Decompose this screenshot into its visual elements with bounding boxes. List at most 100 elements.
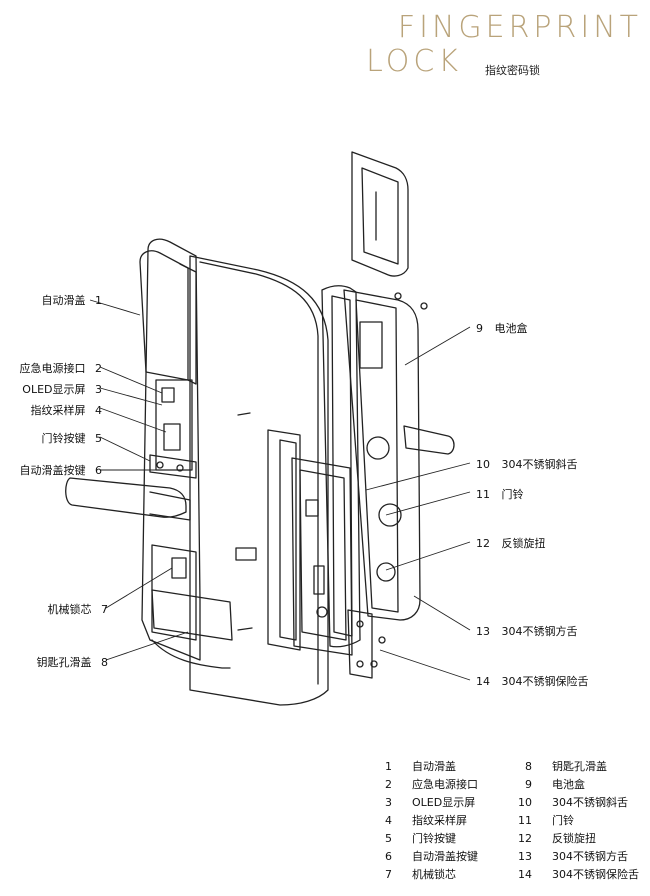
callout-number: 3 — [95, 383, 102, 396]
callout-label: 门铃按键 — [41, 432, 86, 445]
legend-item: 7 机械锁芯 — [370, 866, 456, 882]
callout-10: 10 304不锈钢斜舌 — [476, 456, 578, 472]
legend-item: 2 应急电源接口 — [370, 776, 478, 792]
callout-number: 4 — [95, 404, 102, 417]
legend-label: 钥匙孔滑盖 — [552, 760, 607, 773]
legend-label: 机械锁芯 — [412, 868, 456, 881]
legend-number: 2 — [385, 778, 392, 791]
legend-item: 5 门铃按键 — [370, 830, 456, 846]
legend-item: 12 反锁旋扭 — [510, 830, 596, 846]
legend-label: OLED显示屏 — [412, 796, 476, 809]
brand-title-line2: LOCK — [366, 44, 462, 79]
callout-label: 电池盒 — [494, 322, 528, 335]
legend-label: 门铃 — [552, 814, 574, 827]
callout-5: 门铃按键 5 — [4, 430, 103, 446]
callout-7: 机械锁芯 7 — [4, 601, 109, 617]
rear-handle — [403, 425, 455, 455]
legend-number: 10 — [518, 796, 532, 809]
callout-8: 钥匙孔滑盖 8 — [4, 654, 109, 670]
legend-label: 自动滑盖 — [412, 760, 456, 773]
legend-number: 6 — [385, 850, 392, 863]
legend-number: 9 — [525, 778, 532, 791]
parts-legend: 1 自动滑盖 2 应急电源接口 3 OLED显示屏 4 指纹采样屏 5 门铃按键 6 自动滑… — [370, 758, 640, 888]
front-panel — [141, 238, 201, 661]
callout-number: 14 — [476, 675, 490, 688]
legend-number: 4 — [385, 814, 392, 827]
callout-number: 10 — [476, 458, 490, 471]
callout-11: 11 门铃 — [476, 486, 524, 502]
callout-label: 304不锈钢方舌 — [501, 625, 578, 638]
legend-number: 3 — [385, 796, 392, 809]
legend-label: 304不锈钢方舌 — [552, 850, 628, 863]
front-handle — [65, 477, 187, 518]
legend-number: 13 — [518, 850, 532, 863]
callout-2: 应急电源接口 2 — [4, 360, 103, 376]
legend-label: 电池盒 — [552, 778, 585, 791]
callout-label: 机械锁芯 — [47, 603, 92, 616]
callout-6: 自动滑盖按键 6 — [4, 462, 103, 478]
callout-number: 11 — [476, 488, 490, 501]
legend-item: 9 电池盒 — [510, 776, 585, 792]
legend-item: 8 钥匙孔滑盖 — [510, 758, 607, 774]
legend-number: 7 — [385, 868, 392, 881]
callout-9: 9 电池盒 — [476, 320, 528, 336]
legend-label: 304不锈钢斜舌 — [552, 796, 628, 809]
callout-number: 2 — [95, 362, 102, 375]
brand-header: FINGERPRINT LOCK 指纹密码锁 — [342, 10, 642, 80]
legend-item: 3 OLED显示屏 — [370, 794, 475, 810]
callout-number: 9 — [476, 322, 483, 335]
callout-number: 5 — [95, 432, 102, 445]
callout-number: 12 — [476, 537, 490, 550]
legend-item: 10 304不锈钢斜舌 — [510, 794, 628, 810]
legend-label: 自动滑盖按键 — [412, 850, 478, 863]
front-panel-body — [189, 255, 329, 706]
legend-item: 1 自动滑盖 — [370, 758, 456, 774]
legend-number: 14 — [518, 868, 532, 881]
callout-label: 自动滑盖 — [41, 294, 86, 307]
callout-12: 12 反锁旋扭 — [476, 535, 546, 551]
legend-item: 14 304不锈钢保险舌 — [510, 866, 639, 882]
legend-label: 应急电源接口 — [412, 778, 478, 791]
legend-item: 6 自动滑盖按键 — [370, 848, 478, 864]
legend-number: 11 — [518, 814, 532, 827]
brand-title-line1: FINGERPRINT — [397, 10, 642, 45]
callout-label: 应急电源接口 — [19, 362, 86, 375]
callout-label: 304不锈钢斜舌 — [501, 458, 578, 471]
callout-label: 反锁旋扭 — [501, 537, 546, 550]
keyhole-cover — [151, 589, 233, 641]
legend-number: 12 — [518, 832, 532, 845]
mortise-body — [291, 457, 353, 656]
legend-item: 11 门铃 — [510, 812, 574, 828]
callout-label: 指纹采样屏 — [30, 404, 86, 417]
callout-label: 钥匙孔滑盖 — [36, 656, 92, 669]
legend-number: 1 — [385, 760, 392, 773]
legend-label: 指纹采样屏 — [412, 814, 467, 827]
legend-item: 13 304不锈钢方舌 — [510, 848, 628, 864]
rear-plate — [321, 285, 361, 648]
callout-number: 6 — [95, 464, 102, 477]
slider-cover — [139, 250, 189, 381]
legend-label: 门铃按键 — [412, 832, 456, 845]
callout-label: 门铃 — [501, 488, 524, 501]
callout-label: 304不锈钢保险舌 — [501, 675, 589, 688]
legend-label: 反锁旋扭 — [552, 832, 596, 845]
callout-label: 自动滑盖按键 — [19, 464, 86, 477]
callout-1: 自动滑盖 1 — [10, 292, 103, 308]
legend-number: 5 — [385, 832, 392, 845]
legend-label: 304不锈钢保险舌 — [552, 868, 639, 881]
callout-number: 13 — [476, 625, 490, 638]
callout-number: 1 — [95, 294, 102, 307]
battery-cover — [351, 151, 409, 277]
callout-number: 7 — [101, 603, 108, 616]
callout-4: 指纹采样屏 4 — [4, 402, 103, 418]
brand-subtitle: 指纹密码锁 — [485, 64, 540, 77]
legend-number: 8 — [525, 760, 532, 773]
legend-item: 4 指纹采样屏 — [370, 812, 467, 828]
callout-14: 14 304不锈钢保险舌 — [476, 673, 589, 689]
callout-number: 8 — [101, 656, 108, 669]
callout-13: 13 304不锈钢方舌 — [476, 623, 578, 639]
mounting-plate — [267, 429, 301, 651]
callout-label: OLED显示屏 — [22, 383, 86, 396]
strike-plate — [347, 609, 373, 679]
